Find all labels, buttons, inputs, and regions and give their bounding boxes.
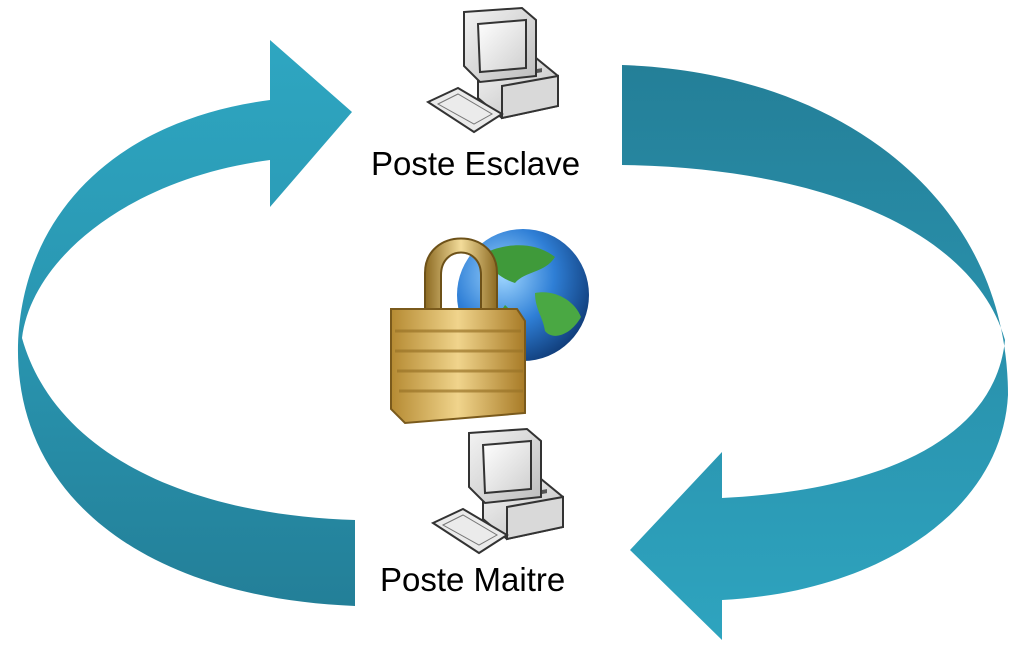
master-station-label: Poste Maitre (380, 561, 566, 598)
computer-icon (430, 427, 564, 555)
arrow-master-to-slave (17, 40, 355, 606)
padlock-globe-icon (390, 229, 589, 425)
computer-icon (425, 6, 559, 134)
slave-station-label: Poste Esclave (371, 145, 581, 182)
arrow-slave-to-master (622, 65, 1008, 640)
